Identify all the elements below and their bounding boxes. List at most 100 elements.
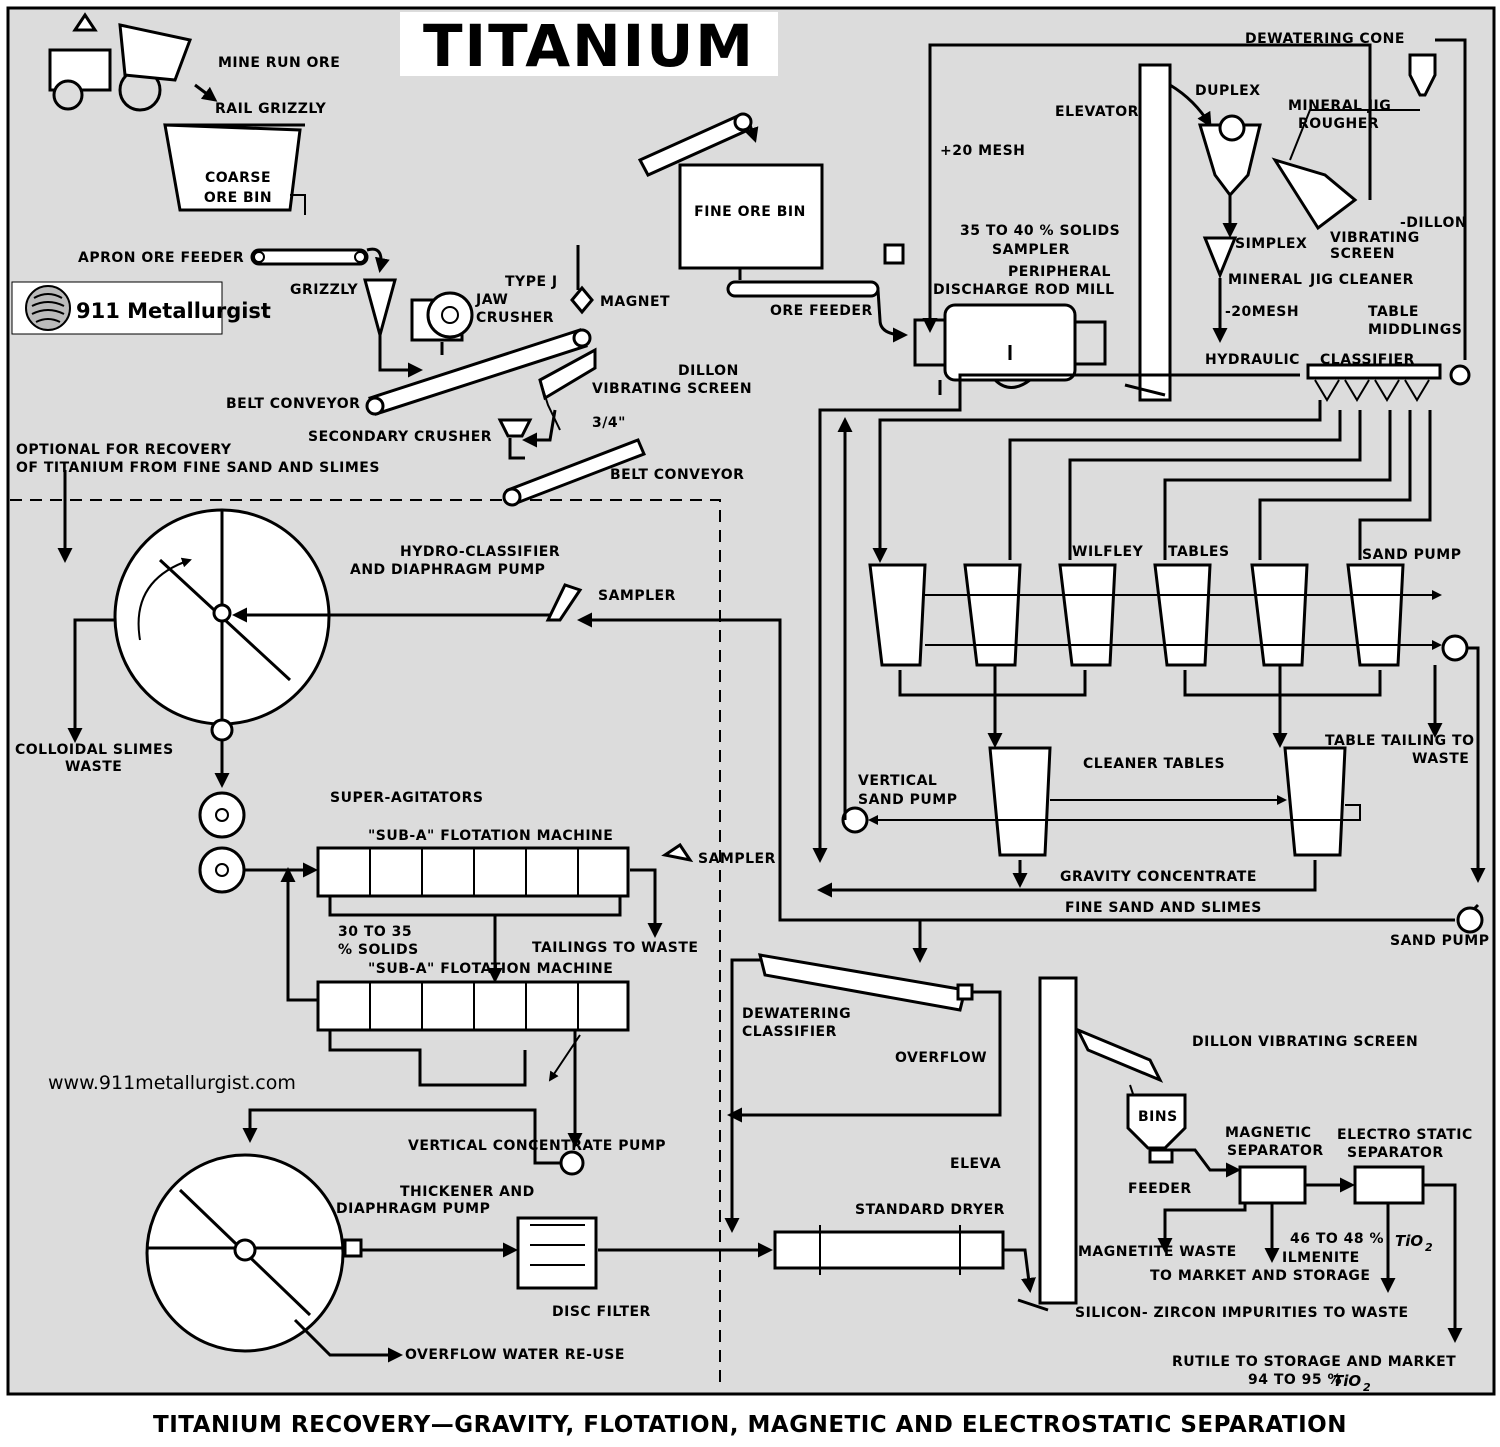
label-jaw: JAW [475,292,508,308]
label-elevator: ELEVATOR [1055,104,1139,120]
website-url: www.911metallurgist.com [48,1072,296,1094]
label-three-quarter: 3/4" [592,415,626,431]
label-grizzly: GRIZZLY [290,282,359,298]
label-belt-conveyor-2: BELT CONVEYOR [610,467,744,483]
label-classifier: CLASSIFIER [1320,352,1415,368]
label-magnet: MAGNET [600,294,670,310]
wilfley-table-3 [1058,563,1117,667]
jig-rougher-screen [1271,157,1358,231]
fine-ore-bin [678,163,824,270]
ore-feeder [726,280,880,298]
sand-pump-top [1441,634,1469,662]
simplex-mineral-jig [1202,236,1238,279]
label-thickener-pump: DIAPHRAGM PUMP [336,1201,490,1217]
label-ilmenite: ILMENITE [1282,1250,1360,1266]
apron-ore-feeder [250,248,369,266]
label-dewatering-classifier: CLASSIFIER [742,1024,837,1040]
label-tio2-a: TiO [1395,1232,1423,1250]
label-thickener: THICKENER AND [400,1184,535,1200]
jaw-crusher [410,291,474,342]
label-electro-static: ELECTRO STATIC [1337,1127,1473,1143]
label-silicon-zircon: SILICON- ZIRCON IMPURITIES TO WASTE [1075,1305,1409,1321]
label-hydro-classifier-2: AND DIAPHRAGM PUMP [350,562,545,578]
label-ore-feeder: ORE FEEDER [770,303,873,319]
thickener [145,1153,345,1353]
page-title: TITANIUM [423,12,755,80]
label-vertical-sand-pump: SAND PUMP [858,792,957,808]
duplex-mineral-jig [1197,123,1262,198]
label-screen: SCREEN [1330,246,1395,262]
elevator [1138,63,1172,402]
sand-pump-bottom [1456,906,1484,934]
label-secondary-crusher: SECONDARY CRUSHER [308,429,492,445]
label-coarse: COARSE [205,170,271,186]
label-dillon-right: -DILLON [1400,215,1467,231]
label-rougher: ROUGHER [1298,116,1379,132]
coarse-ore-bin [163,123,302,212]
disc-filter [516,1216,598,1290]
dillon-vibrating-screen-1 [538,347,597,431]
flotation-machine-1 [316,846,630,898]
label-gravity-concentrate: GRAVITY CONCENTRATE [1060,869,1257,885]
label-ilmenite-pct: 46 TO 48 % [1290,1231,1384,1247]
label-table: TABLE [1368,304,1419,320]
label-overflow-water: OVERFLOW WATER RE-USE [405,1347,625,1363]
label-dillon-screen-bottom: DILLON VIBRATING SCREEN [1192,1034,1418,1050]
belt-conveyor-1 [365,328,592,416]
label-vertical: VERTICAL [858,773,937,789]
hydro-classifier [113,508,331,726]
belt-conveyor-2 [502,438,646,507]
label-optional-2: OF TITANIUM FROM FINE SAND AND SLIMES [16,460,380,476]
label-feeder: FEEDER [1128,1181,1192,1197]
label-jig-cleaner: JIG CLEANER [1309,272,1414,288]
title-banner [400,12,778,76]
labels: MINE RUN ORE RAIL GRIZZLY COARSE ORE BIN… [15,31,1489,1394]
wilfley-table-5 [1250,563,1309,667]
label-solids-35-40: 35 TO 40 % SOLIDS [960,223,1120,239]
brand-name: 911 Metallurgist [76,299,271,323]
label-standard-dryer: STANDARD DRYER [855,1202,1005,1218]
vertical-sand-pump [841,806,869,834]
cleaner-table-1 [988,746,1052,857]
brand-logo-icon [25,285,71,331]
label-colloidal-slimes: COLLOIDAL SLIMES [15,742,174,758]
elevator-bottom [1038,976,1078,1305]
cleaner-table-2 [1283,746,1347,857]
label-hydraulic: HYDRAULIC [1205,352,1300,368]
label-tailings-waste: TAILINGS TO WASTE [532,940,698,956]
wilfley-table-2 [963,563,1022,667]
label-tio2-a-sub: 2 [1425,1241,1433,1254]
super-agitator-1 [198,791,246,839]
label-minus-20-mesh: -20MESH [1225,304,1299,320]
magnet-icon [570,285,594,315]
label-tables: TABLES [1168,544,1230,560]
dewatering-cone [1408,53,1437,97]
label-crusher: CRUSHER [476,310,554,326]
magnetic-separator [1238,1165,1307,1205]
label-sampler-flot: SAMPLER [698,851,776,867]
sampler-flot [661,842,694,863]
wilfley-table-4 [1153,563,1212,667]
standard-dryer [773,1225,1005,1275]
label-bins: BINS [1138,1109,1178,1125]
label-duplex: DUPLEX [1195,83,1261,99]
wilfley-table-1 [868,563,927,667]
label-mine-run-ore: MINE RUN ORE [218,55,340,71]
flotation-machine-2 [316,980,630,1032]
ore-truck-icon [48,12,193,112]
figure-caption: TITANIUM RECOVERY—GRAVITY, FLOTATION, MA… [153,1412,1347,1438]
label-magnetite-waste: MAGNETITE WASTE [1078,1244,1237,1260]
label-ore-bin: ORE BIN [204,190,272,206]
label-dewatering: DEWATERING [742,1006,851,1022]
label-vertical-concentrate-pump: VERTICAL CONCENTRATE PUMP [408,1138,666,1154]
label-solids-30-35: 30 TO 35 [338,924,412,940]
label-mineral: MINERAL [1228,272,1302,288]
label-middlings: MIDDLINGS [1368,322,1462,338]
label-tio2-b: TiO [1333,1372,1361,1390]
vertical-concentrate-pump [559,1150,585,1176]
label-sampler-top: SAMPLER [992,242,1070,258]
label-fine-ore-bin: FINE ORE BIN [694,204,806,220]
dillon-vibrating-screen-2 [1074,1027,1164,1083]
